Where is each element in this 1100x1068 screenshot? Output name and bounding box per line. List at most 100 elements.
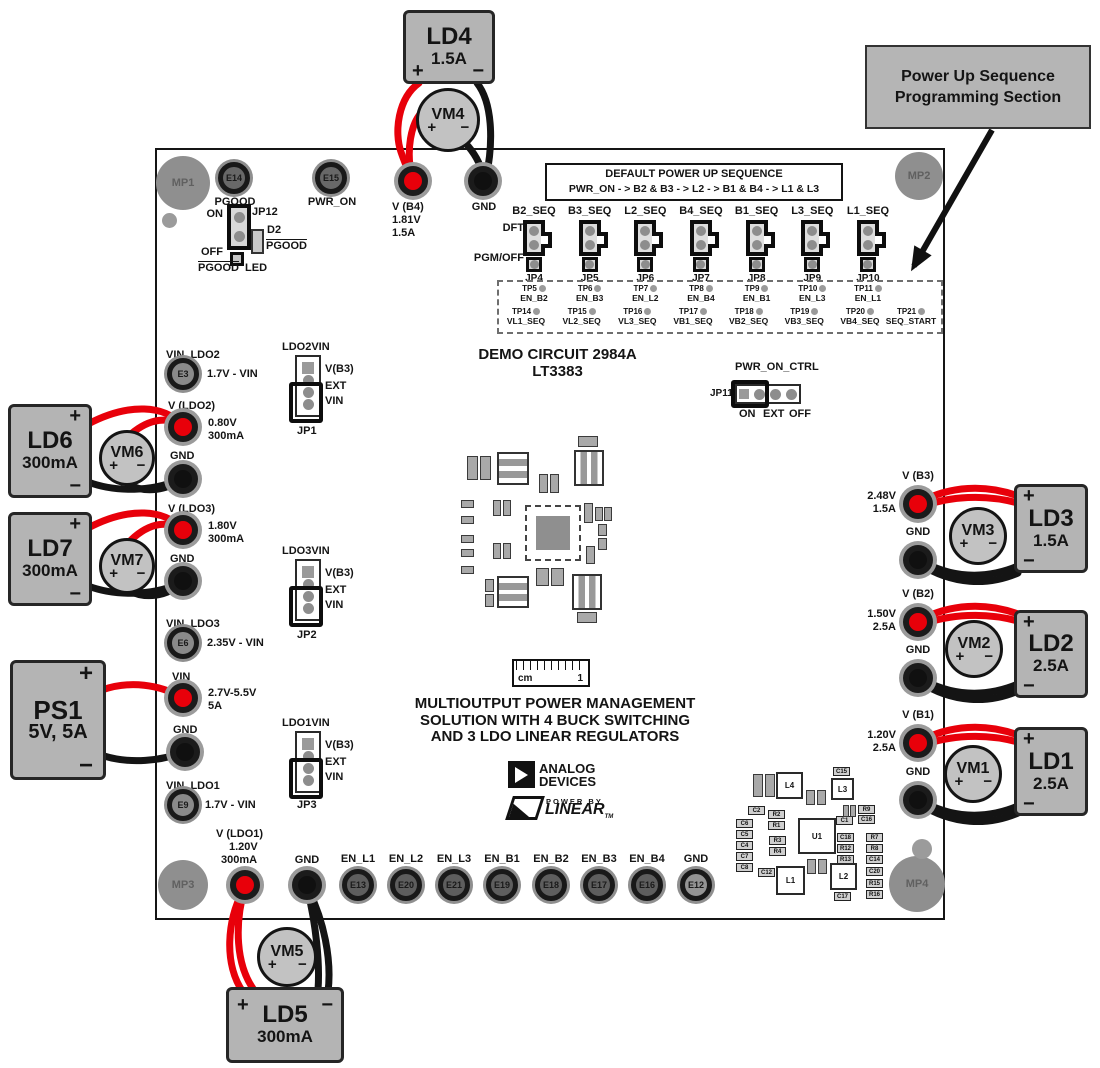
inductor-l2: L2 xyxy=(830,863,857,890)
jumper-refdes: JP9 xyxy=(803,273,822,284)
seq-jumper-row: B2_SEQ JP4 B3_SEQ JP5 L2_SEQ JP6 B4_SEQ … xyxy=(508,205,894,284)
smd-part xyxy=(461,549,474,557)
b3-gnd-terminal xyxy=(903,545,933,575)
v-b3-terminal xyxy=(903,489,933,519)
jp12-bottom-pad xyxy=(230,252,244,266)
terminal-e18: E18 xyxy=(535,869,567,901)
en-b3-label: EN_B3 xyxy=(581,853,617,865)
pwr-on-ctrl-label: PWR_ON_CTRL xyxy=(735,361,819,373)
smd-part xyxy=(461,500,474,508)
refdes-c8: C8 xyxy=(736,863,753,872)
shunt-tab xyxy=(541,232,552,248)
terminal-e13: E13 xyxy=(342,869,374,901)
smd-cap xyxy=(584,503,593,523)
desc-line2: SOLUTION WITH 4 BUCK SWITCHING xyxy=(420,711,690,729)
smd-cap xyxy=(551,568,564,586)
v-ldo2-label: V (LDO2) xyxy=(168,400,216,412)
smd-part xyxy=(461,516,474,524)
b2-gnd-terminal xyxy=(903,663,933,693)
load-rating: 1.5A xyxy=(431,49,467,68)
jp2-vb3-label: V(B3) xyxy=(325,567,354,579)
refdes-c7: C7 xyxy=(736,852,753,861)
seq-bottom-pad xyxy=(748,257,765,272)
smd-cap xyxy=(765,774,775,797)
jp1-refdes: JP1 xyxy=(297,425,317,437)
voltmeter-vm1: VM1+− xyxy=(944,745,1002,803)
seq-bottom-pad xyxy=(859,257,876,272)
smd-cap xyxy=(493,500,501,516)
seq-signal-label: B2_SEQ xyxy=(512,205,556,217)
default-sequence-box: DEFAULT POWER UP SEQUENCE PWR_ON - > B2 … xyxy=(545,163,843,201)
v-b2-voltage: 1.50V xyxy=(867,608,896,620)
default-sequence-order: PWR_ON - > B2 & B3 - > L2 - > B1 & B4 - … xyxy=(568,183,820,195)
vin-terminal xyxy=(168,683,198,713)
v-ldo1-label: V (LDO1) xyxy=(216,828,264,840)
callout-arrow xyxy=(911,128,995,272)
refdes-r16: R16 xyxy=(866,890,883,899)
desc-line1: MULTIOUTPUT POWER MANAGEMENT xyxy=(414,695,696,712)
via-dot xyxy=(162,213,177,228)
ruler-ticks xyxy=(516,661,586,670)
jp11-refdes: JP11 xyxy=(710,388,733,399)
seq-bottom-pad xyxy=(637,257,654,272)
v-b4-label: V (B4) xyxy=(392,201,424,213)
seq-jumper xyxy=(689,220,719,256)
jumper-refdes: JP7 xyxy=(692,273,710,284)
seq-signal-label: B3_SEQ xyxy=(567,205,612,217)
gnd-label: GND xyxy=(471,201,497,213)
terminal-e16: E16 xyxy=(631,869,663,901)
refdes-c16: C16 xyxy=(858,815,875,824)
vin-label: VIN xyxy=(172,671,191,683)
pgm-off-label: PGM/OFF xyxy=(473,252,524,264)
voltmeter-vm5: VM5+− xyxy=(257,927,317,987)
en-l1-label: EN_L1 xyxy=(340,853,376,865)
smd-cap xyxy=(467,456,478,480)
tp-refdes: TP5 xyxy=(522,284,537,293)
refdes-c14: C14 xyxy=(866,855,883,864)
smd-cap xyxy=(578,436,598,447)
v-ldo1-voltage: 1.20V xyxy=(229,841,258,853)
v-ldo2-current: 300mA xyxy=(208,430,245,442)
vin-range: 2.7V-5.5V xyxy=(208,687,257,699)
v-b1-terminal xyxy=(903,728,933,758)
v-ldo1-current: 300mA xyxy=(221,854,258,866)
seq-col-l1: L1_SEQ JP10 xyxy=(842,205,894,284)
v-ldo1-terminal xyxy=(230,870,260,900)
plus-sign: + xyxy=(412,60,424,82)
tm-mark: TM xyxy=(604,814,614,821)
pgood-led-label-pgood: PGOOD xyxy=(198,262,239,274)
ldo1vin-label: LDO1VIN xyxy=(282,717,330,729)
smd-cap xyxy=(536,568,549,586)
en-net-label: EN_B2 xyxy=(520,293,548,303)
inductor-silk xyxy=(497,452,529,485)
via-dot xyxy=(912,839,932,859)
refdes-r3: R3 xyxy=(769,836,786,845)
jp3-ext-label: EXT xyxy=(325,756,347,768)
v-ldo2-voltage: 0.80V xyxy=(208,417,237,429)
jumper-refdes: JP8 xyxy=(747,273,766,284)
jumper-jp12 xyxy=(227,204,251,250)
v-ldo3-label: V (LDO3) xyxy=(168,503,216,515)
smd-cap xyxy=(577,612,597,623)
jp3-vin-label: VIN xyxy=(325,771,344,783)
power-supply-ps1: PS1 5V, 5A + − xyxy=(10,660,106,780)
v-ldo3-terminal xyxy=(168,515,198,545)
en-l2-label: EN_L2 xyxy=(388,853,424,865)
en-b2-label: EN_B2 xyxy=(533,853,569,865)
terminal-e20: E20 xyxy=(390,869,422,901)
jp1-vb3-label: V(B3) xyxy=(325,363,354,375)
gnd-label: GND xyxy=(905,526,931,538)
seq-col-b2: B2_SEQ JP4 xyxy=(508,205,560,284)
pgood-led-label-led: LED xyxy=(245,262,268,274)
ldo3vin-label: LDO3VIN xyxy=(282,545,330,557)
smd-cap xyxy=(493,543,501,559)
seq-bottom-pad xyxy=(804,257,821,272)
seq-col-l2: L2_SEQ JP6 xyxy=(619,205,671,284)
refdes-c18: C18 xyxy=(837,833,854,842)
jp2-ext-label: EXT xyxy=(325,584,347,596)
terminal-e19: E19 xyxy=(486,869,518,901)
